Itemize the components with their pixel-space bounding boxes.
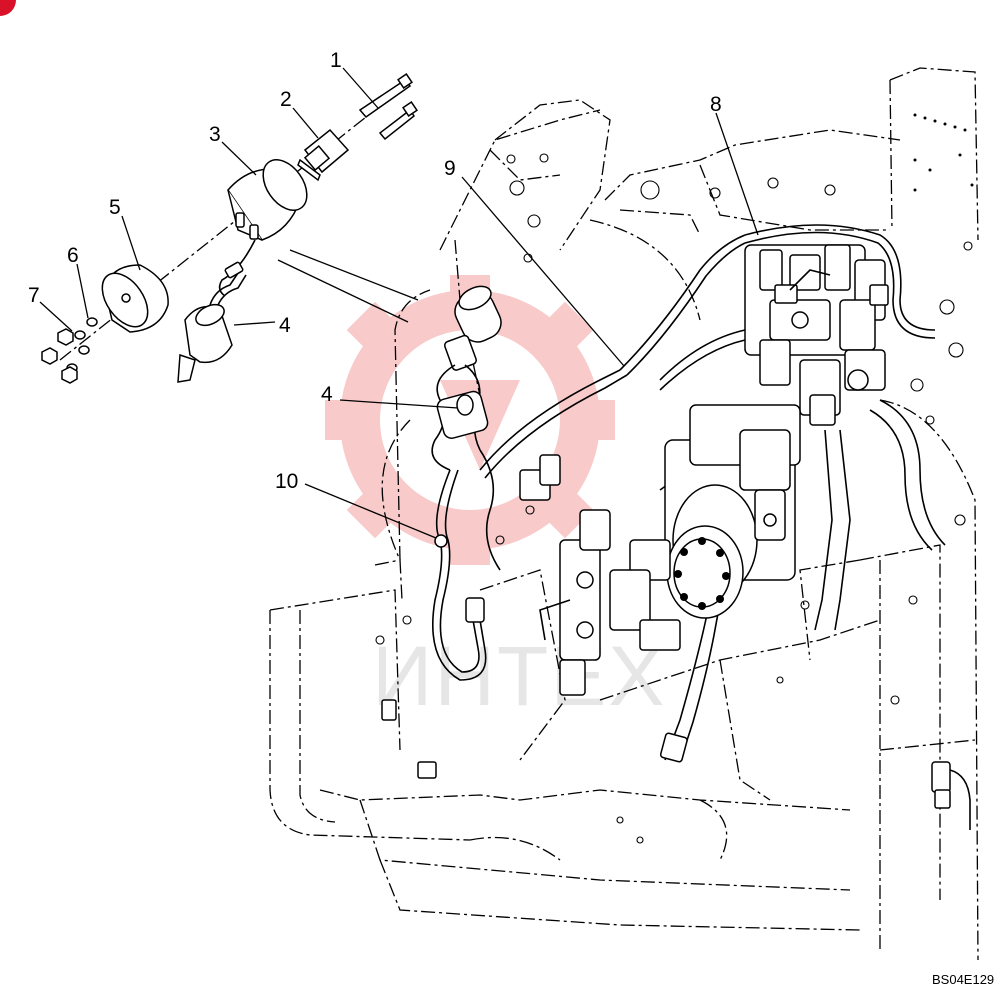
watermark-text: ИНТЕХ: [372, 629, 666, 723]
callout-labels: 1 2 3 4 4 5 6 7 8 9 10: [28, 49, 722, 493]
connector-part-2: [297, 128, 350, 182]
frame-holes: [375, 153, 973, 844]
figure-code: BS04E129: [932, 972, 994, 987]
cap-part-5: [101, 264, 169, 333]
callout-6: 6: [67, 244, 79, 267]
washers-part-6: [66, 317, 98, 373]
callout-4-installed: 4: [321, 383, 333, 406]
fitting-bottom-right: [931, 761, 971, 830]
switch-housing-part-3: [218, 159, 308, 297]
hydraulic-hoses: [479, 224, 946, 763]
detail-pointer-line-b: [277, 259, 409, 323]
nuts-part-7: [41, 328, 78, 384]
installed-harness: [431, 285, 502, 681]
callout-1: 1: [330, 49, 342, 72]
bolts-part-1: [358, 73, 418, 141]
callout-7: 7: [28, 284, 40, 307]
assembly-axis: [59, 89, 401, 361]
callout-8: 8: [710, 93, 722, 116]
detail-pointer-line-a: [289, 249, 419, 301]
callout-4-exploded: 4: [279, 314, 291, 337]
hydraulic-valve-assembly: [744, 244, 889, 426]
callout-10: 10: [275, 470, 298, 493]
drive-motor-assembly: [609, 404, 801, 631]
machine-frame: [269, 67, 979, 961]
callout-leaders: [39, 67, 759, 539]
callout-3: 3: [209, 123, 221, 146]
clip-left: [381, 699, 397, 721]
control-linkage: [519, 454, 681, 696]
callout-5: 5: [109, 196, 121, 219]
corner-badge-icon: [0, 0, 16, 16]
bolt-head-bottom: [417, 761, 437, 779]
callout-9: 9: [444, 157, 456, 180]
callout-2: 2: [280, 88, 292, 111]
panel-dots: [913, 113, 974, 192]
pressure-switch-part-4: [177, 261, 247, 383]
